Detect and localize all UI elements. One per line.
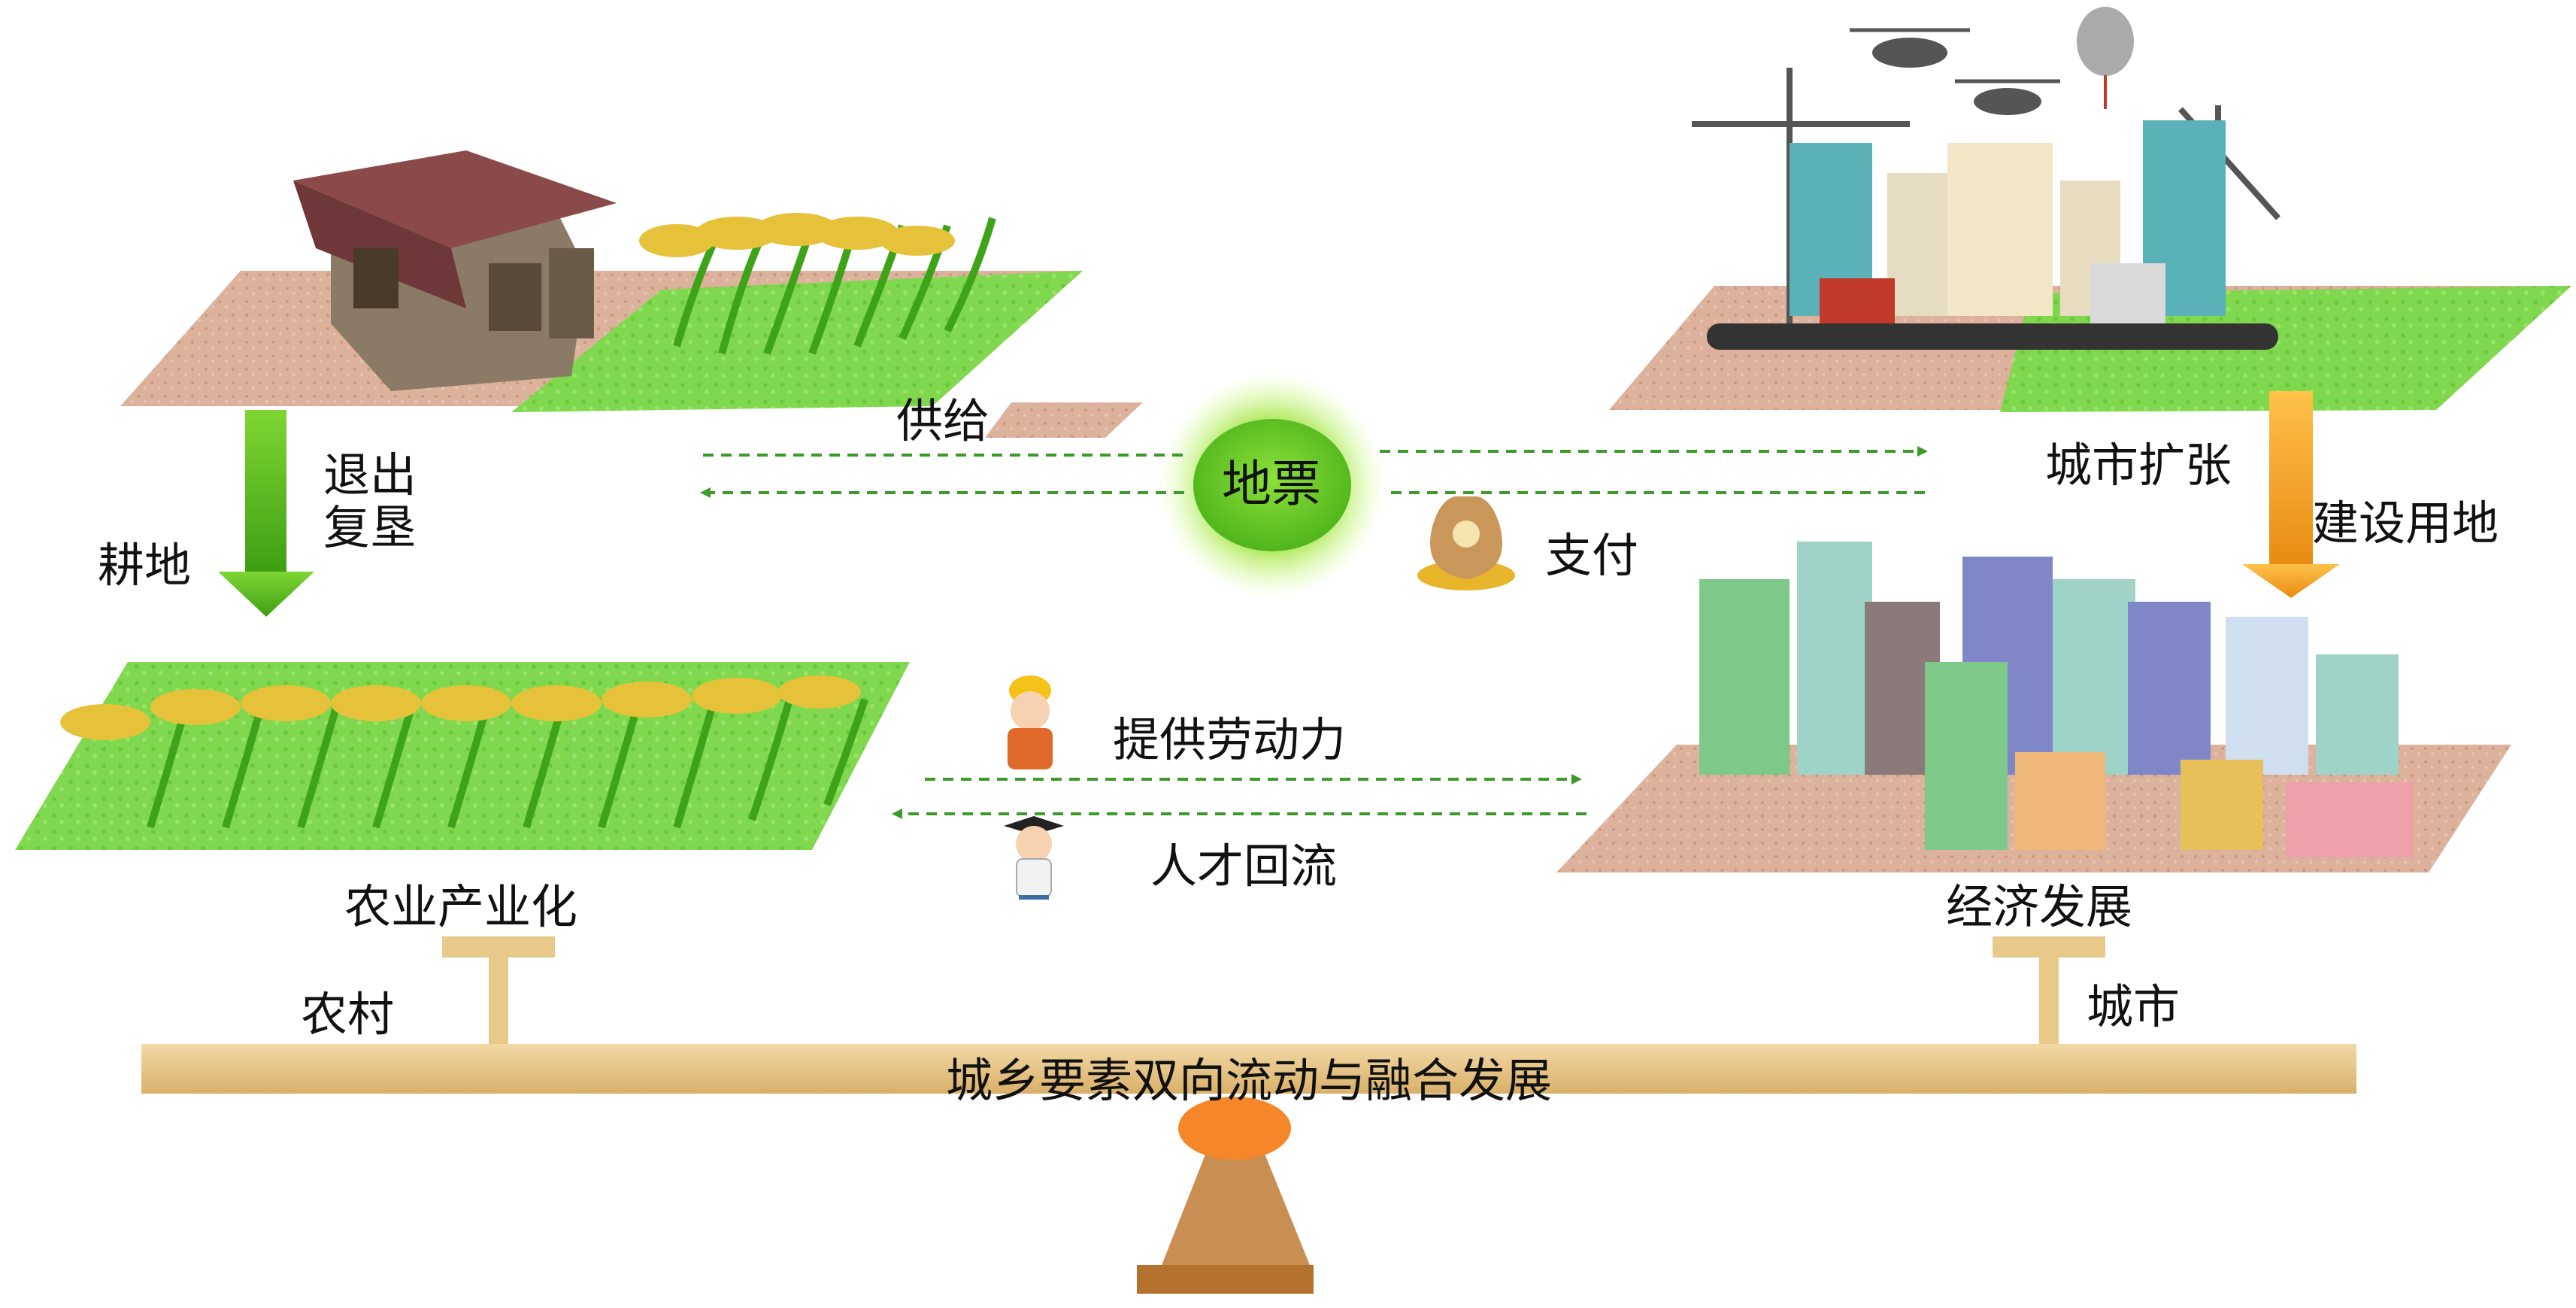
label-urban: 城市: [2087, 979, 2181, 1034]
graduate-icon: [1004, 816, 1064, 900]
beam-title: 城乡要素双向流动与融合发展: [945, 1053, 1552, 1108]
fulcrum: [1162, 1122, 1310, 1265]
label-talent-return: 人才回流: [1150, 839, 1338, 894]
economic-development-scene: [1556, 542, 2511, 873]
label-construction-land: 建设用地: [2312, 496, 2499, 551]
rural-grass-plot: [511, 271, 1083, 412]
agricultural-field: [15, 662, 910, 850]
label-economic-development: 经济发展: [1946, 879, 2133, 934]
label-reclaim: 复垦: [323, 500, 417, 555]
label-exit: 退出: [323, 448, 417, 502]
label-farmland: 耕地: [98, 538, 192, 593]
city-expansion-scene: [1609, 7, 2571, 412]
supply-soil-plot: [985, 402, 1143, 438]
rice-grain-cluster: [639, 213, 955, 257]
rural-house-icon: [293, 150, 617, 391]
fulcrum-base: [1137, 1265, 1314, 1294]
money-bag-icon: [1417, 496, 1515, 590]
rural-scene: [120, 150, 1083, 412]
rural-pillar: [489, 955, 508, 1045]
balloon-icon: [2077, 7, 2134, 109]
city-skyline-icon: [1790, 120, 2226, 323]
label-land-ticket: 地票: [1222, 455, 1321, 513]
label-city-expansion: 城市扩张: [2045, 438, 2232, 493]
label-payment: 支付: [1545, 528, 1639, 583]
label-agri-industrialization: 农业产业化: [344, 879, 578, 934]
helicopter-icon: [1850, 28, 2060, 115]
city-road: [1707, 323, 2278, 350]
reclaim-down-arrow: [218, 410, 314, 617]
urban-pillar-cap: [1993, 936, 2105, 957]
label-provide-labor: 提供劳动力: [1113, 712, 1347, 767]
worker-icon: [1008, 675, 1053, 769]
label-rural: 农村: [301, 987, 395, 1042]
urban-pillar: [2039, 955, 2059, 1045]
balance-scale: [141, 936, 2356, 1294]
fulcrum-knob: [1178, 1097, 1291, 1160]
construction-land-down-arrow: [2242, 391, 2340, 598]
land-ticket-node: [1159, 372, 1385, 598]
label-supply: 供给: [896, 393, 990, 448]
balance-beam: [141, 1044, 2356, 1094]
rural-pillar-cap: [442, 936, 555, 957]
